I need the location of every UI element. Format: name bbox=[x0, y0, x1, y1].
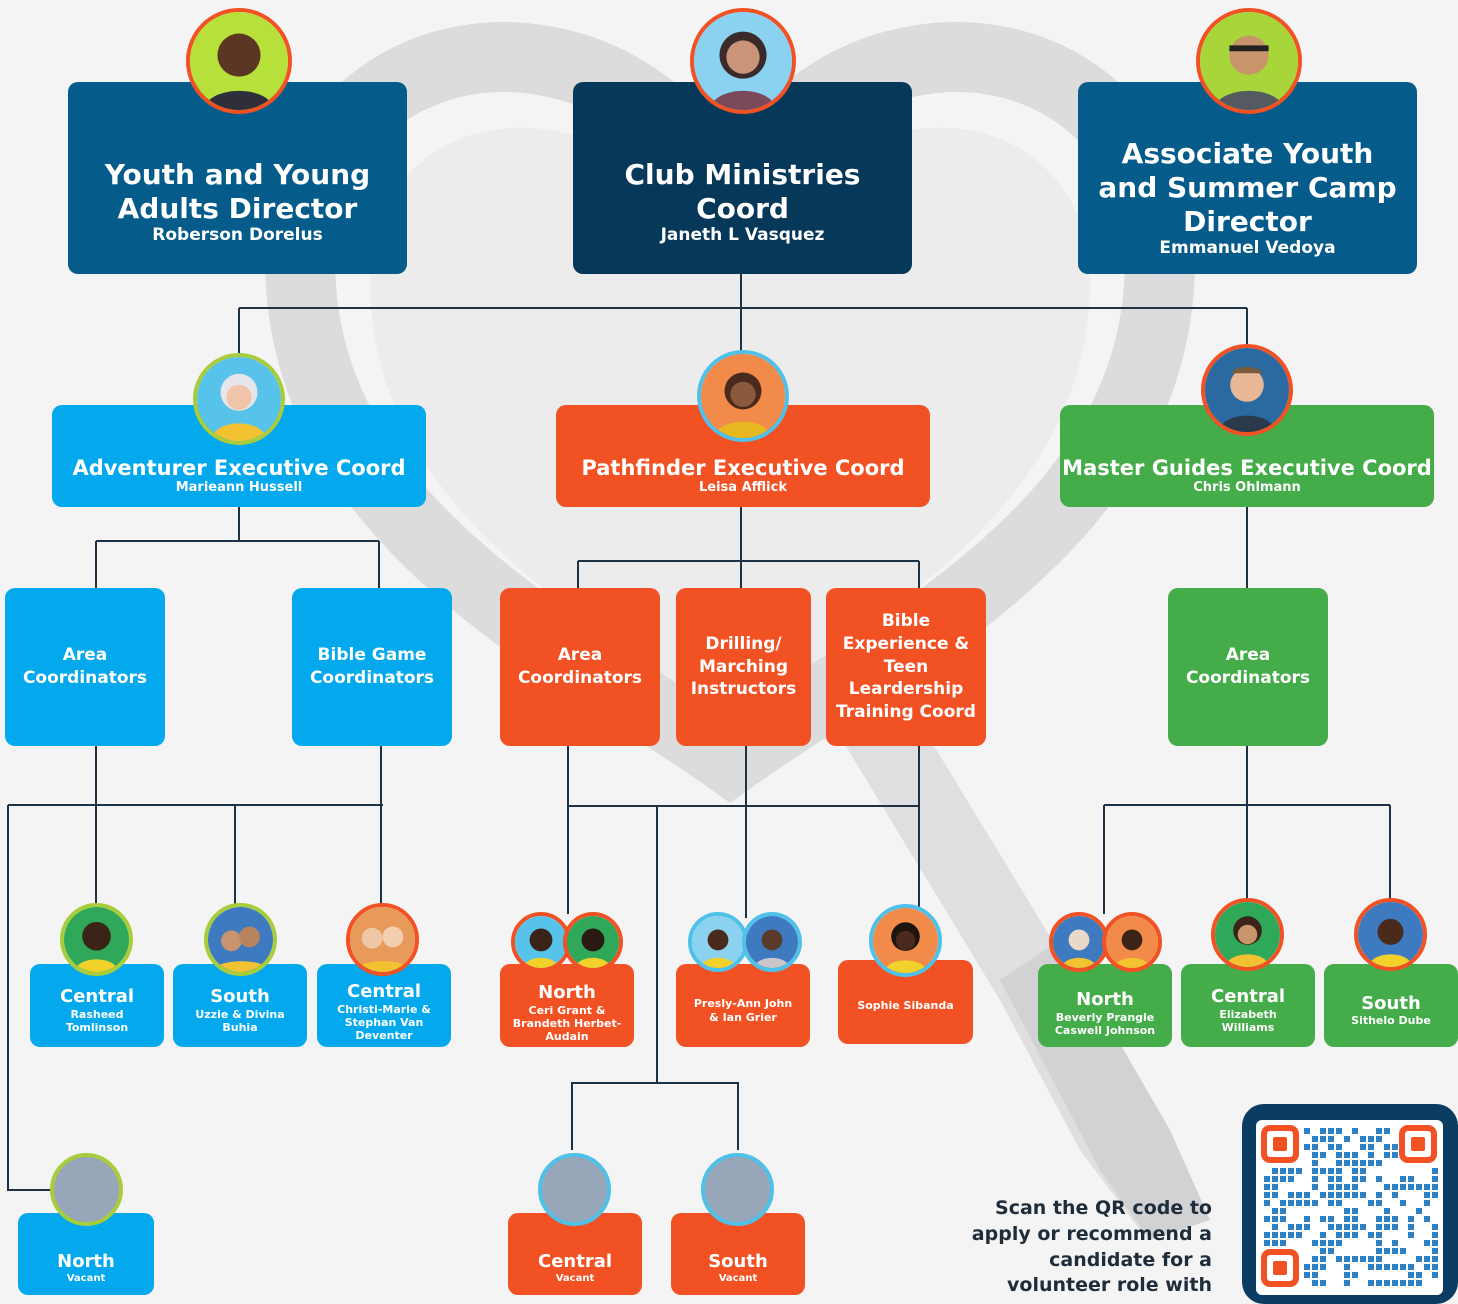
region-label: Central bbox=[59, 985, 135, 1007]
person-photo-icon bbox=[1049, 912, 1109, 972]
director-card-associate[interactable]: Associate Youth and Summer Camp Director… bbox=[1078, 82, 1417, 274]
leaf-names: Presly-Ann John & Ian Grier bbox=[693, 997, 793, 1024]
person-photo-icon bbox=[1102, 912, 1162, 972]
director-card-club[interactable]: Club Ministries Coord Janeth L Vasquez bbox=[573, 82, 912, 274]
card-title: Area Coordinators bbox=[517, 645, 643, 688]
card-name: Roberson Dorelus bbox=[152, 225, 323, 246]
exec-card-adventurer[interactable]: Adventurer Executive Coord Marieann Huss… bbox=[52, 405, 426, 507]
region-label: Central bbox=[1210, 985, 1286, 1007]
leaf-card[interactable]: Central Rasheed Tomlinson bbox=[30, 964, 164, 1047]
card-title: Bible Experience & Teen Leardership Trai… bbox=[836, 610, 976, 723]
vacant-avatar-icon bbox=[538, 1153, 611, 1226]
person-photo-icon bbox=[1354, 898, 1427, 971]
leaf-names: Vacant bbox=[718, 1272, 758, 1284]
qr-call-to-action: Scan the QR code to apply or recommend a… bbox=[971, 1197, 1212, 1297]
region-label: South bbox=[1361, 992, 1421, 1014]
role-card-pathfinder-bible-experience[interactable]: Bible Experience & Teen Leardership Trai… bbox=[826, 588, 986, 746]
exec-card-master-guides[interactable]: Master Guides Executive Coord Chris Ohlm… bbox=[1060, 405, 1434, 507]
qr-code-icon[interactable] bbox=[1256, 1120, 1443, 1295]
card-title: Youth and Young Adults Director bbox=[104, 158, 371, 226]
person-photo-icon bbox=[186, 8, 292, 114]
card-title: Pathfinder Executive Coord bbox=[581, 456, 905, 481]
card-name: Marieann Hussell bbox=[175, 479, 303, 495]
leaf-names: Sophie Sibanda bbox=[857, 999, 954, 1013]
leaf-card[interactable]: North Ceri Grant & Brandeth Herbet-Audai… bbox=[500, 964, 634, 1047]
leaf-names: Sithelo Dube bbox=[1351, 1014, 1431, 1028]
card-title: Associate Youth and Summer Camp Director bbox=[1098, 136, 1397, 239]
leaf-names: Vacant bbox=[66, 1272, 106, 1284]
card-name: Janeth L Vasquez bbox=[660, 225, 825, 246]
vacant-avatar-icon bbox=[50, 1153, 123, 1226]
leaf-card[interactable]: Presly-Ann John & Ian Grier bbox=[676, 964, 810, 1047]
region-label: North bbox=[1076, 988, 1134, 1010]
person-photo-icon bbox=[511, 912, 571, 972]
leaf-card[interactable]: Central Elizabeth Williams bbox=[1181, 964, 1315, 1047]
person-photo-icon bbox=[346, 903, 419, 976]
person-photo-icon bbox=[1196, 8, 1302, 114]
person-photo-icon bbox=[60, 903, 133, 976]
card-title: Club Ministries Coord bbox=[624, 158, 861, 226]
region-label: Central bbox=[346, 981, 422, 1003]
vacant-avatar-icon bbox=[701, 1153, 774, 1226]
card-title: Area Coordinators bbox=[1185, 645, 1311, 688]
card-title: Adventurer Executive Coord bbox=[72, 456, 406, 481]
leaf-names: Uzzie & Divina Buhia bbox=[195, 1007, 285, 1034]
region-label: North bbox=[538, 982, 596, 1004]
person-photo-icon bbox=[1201, 344, 1293, 436]
card-title: Drilling/ Marching Instructors bbox=[690, 633, 797, 700]
leaf-card-vacant[interactable]: South Vacant bbox=[671, 1213, 805, 1295]
region-label: South bbox=[210, 985, 270, 1007]
role-card-adventurer-area[interactable]: Area Coordinators bbox=[5, 588, 165, 746]
region-label: South bbox=[708, 1250, 768, 1272]
leaf-names: Rasheed Tomlinson bbox=[65, 1007, 129, 1034]
person-photo-icon bbox=[869, 904, 942, 977]
leaf-card[interactable]: North Beverly Prangle Caswell Johnson bbox=[1038, 964, 1172, 1047]
leaf-names: Beverly Prangle Caswell Johnson bbox=[1054, 1010, 1156, 1037]
person-photo-icon bbox=[690, 8, 796, 114]
leaf-names: Ceri Grant & Brandeth Herbet-Audain bbox=[512, 1004, 622, 1044]
card-name: Emmanuel Vedoya bbox=[1159, 238, 1336, 259]
card-title: Bible Game Coordinators bbox=[309, 645, 435, 688]
leaf-card-vacant[interactable]: North Vacant bbox=[18, 1213, 154, 1295]
region-label: Central bbox=[537, 1250, 613, 1272]
role-card-adventurer-bible-game[interactable]: Bible Game Coordinators bbox=[292, 588, 452, 746]
leaf-card[interactable]: Central Christi-Marie & Stephan Van Deve… bbox=[317, 964, 451, 1047]
person-photo-icon bbox=[688, 912, 748, 972]
person-photo-icon bbox=[697, 350, 789, 442]
leaf-names: Elizabeth Williams bbox=[1219, 1007, 1277, 1034]
leaf-card[interactable]: South Sithelo Dube bbox=[1324, 964, 1458, 1047]
person-photo-icon bbox=[204, 903, 277, 976]
region-label: North bbox=[57, 1250, 115, 1272]
role-card-master-guides-area[interactable]: Area Coordinators bbox=[1168, 588, 1328, 746]
leaf-names: Christi-Marie & Stephan Van Deventer bbox=[337, 1003, 431, 1043]
person-photo-icon bbox=[193, 353, 285, 445]
leaf-card[interactable]: South Uzzie & Divina Buhia bbox=[173, 964, 307, 1047]
card-name: Leisa Afflick bbox=[699, 479, 787, 495]
person-photo-icon bbox=[563, 912, 623, 972]
person-photo-icon bbox=[1211, 898, 1284, 971]
person-photo-icon bbox=[742, 912, 802, 972]
card-name: Chris Ohlmann bbox=[1193, 479, 1301, 495]
card-title: Area Coordinators bbox=[22, 645, 148, 688]
leaf-card-vacant[interactable]: Central Vacant bbox=[508, 1213, 642, 1295]
card-title: Master Guides Executive Coord bbox=[1062, 456, 1432, 481]
role-card-pathfinder-area[interactable]: Area Coordinators bbox=[500, 588, 660, 746]
role-card-pathfinder-drilling[interactable]: Drilling/ Marching Instructors bbox=[676, 588, 811, 746]
leaf-names: Vacant bbox=[555, 1272, 595, 1284]
director-card-youth[interactable]: Youth and Young Adults Director Roberson… bbox=[68, 82, 407, 274]
